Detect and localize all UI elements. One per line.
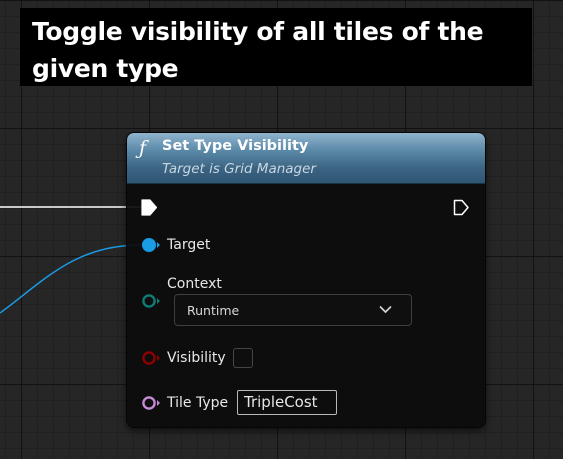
visibility-pin-label: Visibility — [167, 350, 226, 366]
context-dropdown-value: Runtime — [187, 303, 240, 318]
chevron-down-icon — [379, 305, 392, 314]
node-title: Set Type Visibility — [162, 138, 309, 154]
set-type-visibility-node[interactable]: ƒ Set Type Visibility Target is Grid Man… — [127, 133, 485, 427]
comment-box[interactable]: Toggle visibility of all tiles of the gi… — [20, 8, 532, 86]
context-pin-icon[interactable] — [141, 293, 161, 309]
tile-type-pin-icon[interactable] — [141, 395, 161, 411]
comment-text[interactable]: Toggle visibility of all tiles of the gi… — [32, 17, 484, 83]
target-wire[interactable] — [0, 244, 142, 314]
visibility-checkbox[interactable] — [233, 348, 253, 368]
target-pin-icon[interactable] — [141, 237, 161, 253]
exec-out-pin-icon[interactable] — [453, 199, 471, 216]
tile-type-input[interactable]: TripleCost — [237, 390, 337, 415]
target-pin-label: Target — [167, 237, 211, 253]
context-dropdown[interactable]: Runtime — [174, 294, 412, 326]
function-icon: ƒ — [139, 137, 147, 159]
visibility-pin-icon[interactable] — [141, 350, 161, 366]
node-header[interactable]: ƒ Set Type Visibility Target is Grid Man… — [127, 133, 485, 184]
exec-in-pin-icon[interactable] — [141, 199, 159, 216]
node-subtitle: Target is Grid Manager — [162, 161, 316, 177]
context-pin-label: Context — [167, 276, 222, 292]
tile-type-pin-label: Tile Type — [167, 395, 229, 411]
